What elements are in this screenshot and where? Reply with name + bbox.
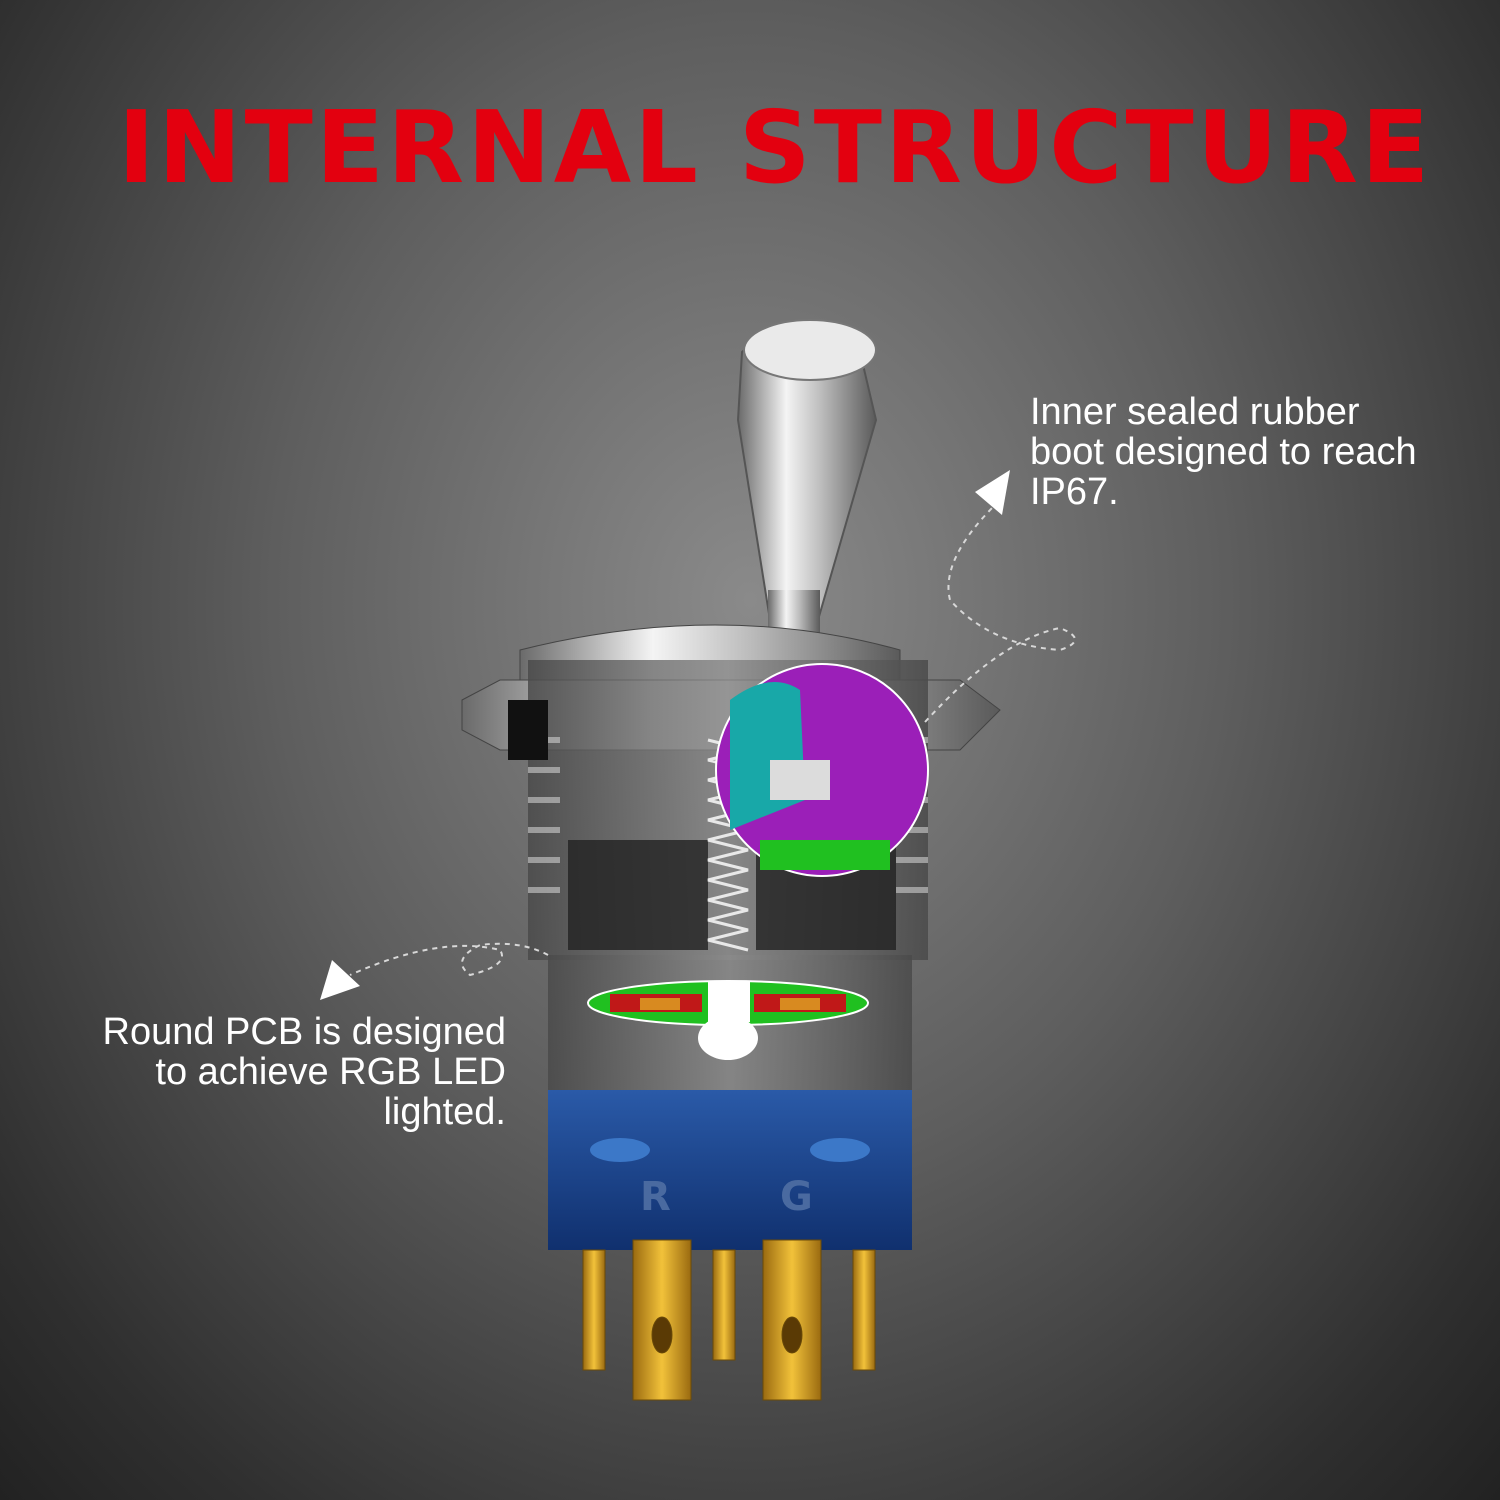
- boot-pointer-arrow-icon: [975, 470, 1010, 515]
- pcb-magnifier: [587, 980, 869, 1060]
- gold-terminals: [582, 1239, 876, 1401]
- page-title: INTERNAL STRUCTURE: [117, 89, 1433, 206]
- round-pcb-callout: Round PCB is designed to achieve RGB LED…: [102, 1011, 506, 1133]
- terminal-label-g: G: [780, 1174, 813, 1220]
- pcb-leader: [320, 942, 549, 1000]
- rubber-boot-callout: Inner sealed rubber boot designed to rea…: [1030, 391, 1417, 513]
- pcb-pointer-arrow-icon: [320, 960, 360, 1000]
- rubber-boot-magnifier: [715, 663, 929, 877]
- toggle-lever: [736, 319, 878, 640]
- boot-leader: [924, 470, 1076, 723]
- terminal-label-r: R: [640, 1174, 671, 1220]
